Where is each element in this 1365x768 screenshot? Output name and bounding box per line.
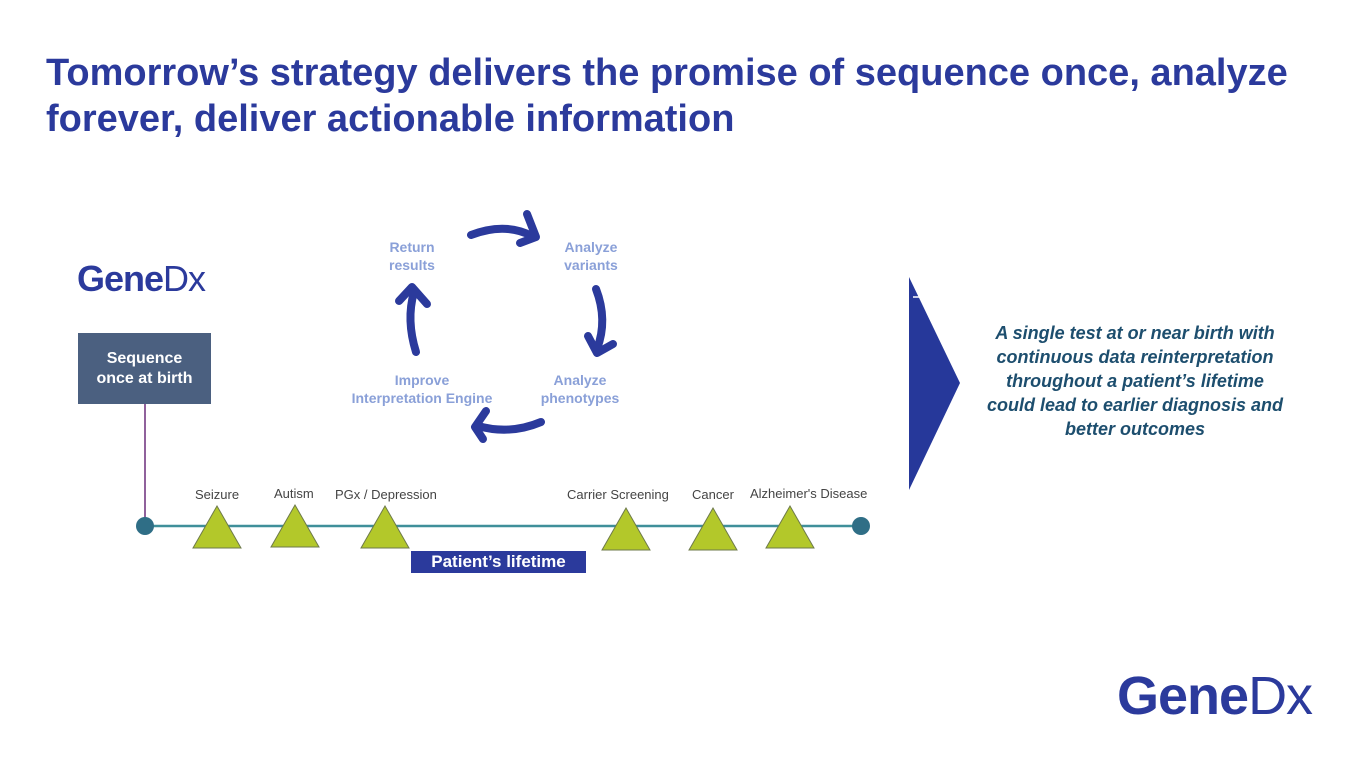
cycle-step-line1: Improve	[394, 372, 450, 388]
patient-lifetime-label: Patient’s lifetime	[411, 551, 586, 573]
logo-suffix-text: Dx	[163, 258, 206, 299]
genedx-logo-footer: GeneDx	[1117, 665, 1313, 727]
cycle-step-improve-engine: Improve Interpretation Engine	[336, 371, 508, 407]
logo-main-text: Gene	[1117, 666, 1249, 726]
event-label-cancer: Cancer	[692, 487, 734, 502]
timeline-start-dot	[136, 517, 154, 535]
cycle-arrow-top	[467, 210, 540, 247]
sequence-once-box: Sequence once at birth	[78, 333, 211, 404]
event-label-pgx-depression: PGx / Depression	[335, 487, 437, 502]
logo-main-text: Gene	[77, 258, 164, 299]
event-marker-seizure	[192, 504, 242, 549]
cycle-step-line2: results	[389, 257, 435, 273]
cycle-step-line1: Return	[389, 239, 435, 255]
cycle-step-line2: Interpretation Engine	[351, 390, 493, 406]
cycle-step-line1: Analyze	[564, 239, 618, 255]
logo-suffix-text: Dx	[1248, 666, 1313, 726]
event-marker-cancer	[688, 506, 738, 551]
sequence-box-line1: Sequence	[106, 349, 183, 367]
event-label-alzheimers: Alzheimer's Disease	[750, 486, 868, 501]
sequence-box-line2: once at birth	[96, 369, 193, 387]
cycle-arrow-left	[395, 283, 431, 356]
chevron-arrow-icon	[909, 277, 960, 490]
genedx-logo: GeneDx	[77, 258, 206, 300]
cycle-step-line1: Analyze	[553, 372, 607, 388]
cycle-arrow-bottom	[471, 407, 545, 443]
cycle-step-line2: phenotypes	[540, 390, 620, 406]
cycle-step-line2: variants	[564, 257, 618, 273]
event-marker-pgx	[360, 504, 410, 549]
event-label-seizure: Seizure	[195, 487, 240, 502]
event-marker-alzheimers	[765, 504, 815, 549]
event-label-autism: Autism	[274, 486, 314, 501]
callout-text: A single test at or near birth with cont…	[986, 323, 1284, 439]
event-marker-carrier	[601, 506, 651, 551]
event-marker-autism	[270, 503, 320, 548]
cycle-step-analyze-variants: Analyze variants	[546, 238, 636, 274]
event-label-carrier-screening: Carrier Screening	[567, 487, 669, 502]
slide-title: Tomorrow’s strategy delivers the promise…	[46, 52, 1288, 140]
cycle-step-analyze-phenotypes: Analyze phenotypes	[530, 371, 630, 407]
cycle-arrow-right	[584, 285, 617, 357]
timeline-end-dot	[852, 517, 870, 535]
cycle-step-return-results: Return results	[372, 238, 452, 274]
